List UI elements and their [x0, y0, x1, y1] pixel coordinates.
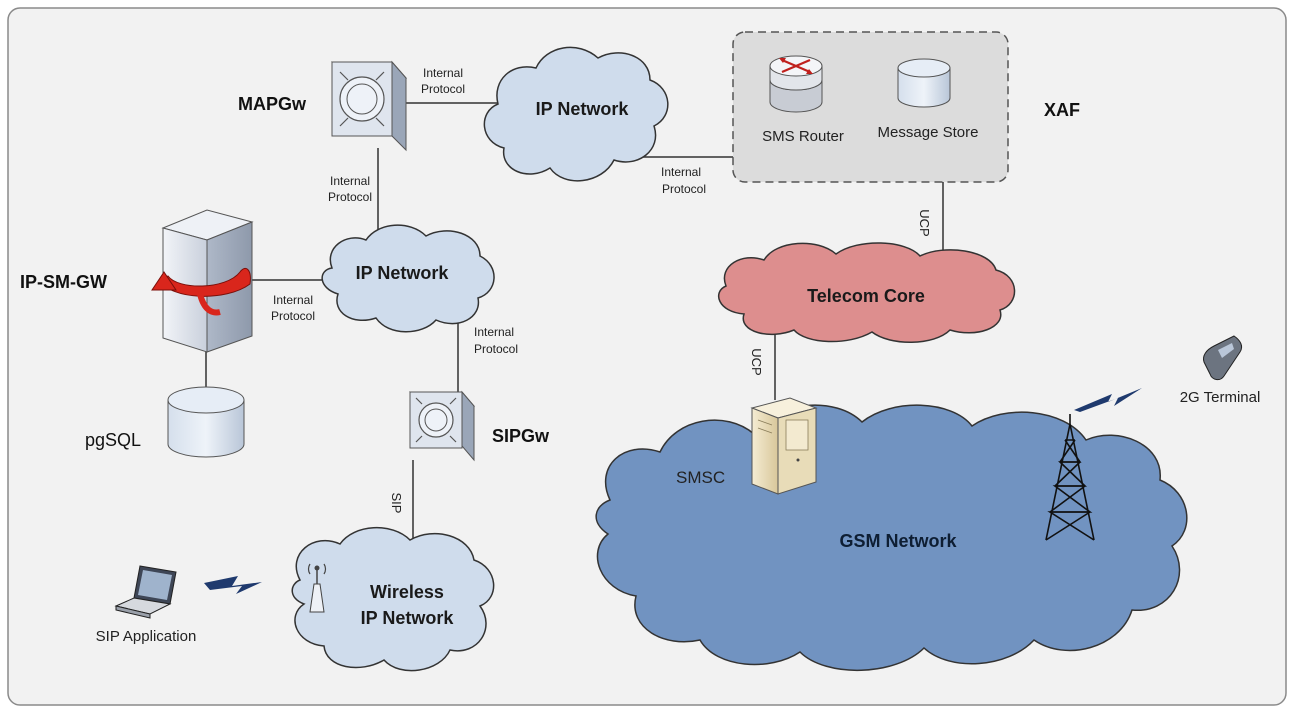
ipsmgw-node: IP-SM-GW [20, 209, 254, 353]
link-label-protocol: Protocol [421, 82, 465, 96]
link-label-internal: Internal [423, 66, 463, 80]
mapgw-node: MAPGw [238, 60, 408, 152]
sipgw-label: SIPGw [492, 426, 550, 446]
laptop-icon [114, 565, 177, 619]
link-label-ucp: UCP [749, 348, 764, 375]
link-label-ucp: UCP [917, 209, 932, 236]
ip-network-top-shape [483, 46, 669, 182]
link-label-protocol: Protocol [662, 182, 706, 196]
telecom-core-cloud: Telecom Core [717, 242, 1016, 343]
gateway-icon [408, 390, 476, 462]
sipgw-node: SIPGw [408, 390, 550, 462]
sms-router-label: SMS Router [762, 128, 844, 145]
link-label-protocol: Protocol [271, 309, 315, 323]
gsm-network-label: GSM Network [839, 531, 957, 551]
link-labels: Internal Protocol Internal Protocol Inte… [271, 66, 932, 513]
sip-app-node: SIP Application [96, 565, 197, 645]
xaf-label: XAF [1044, 100, 1080, 120]
cabinet-icon [750, 397, 818, 495]
database-icon [167, 386, 245, 458]
link-label-internal: Internal [273, 293, 313, 307]
pgsql-label: pgSQL [85, 430, 141, 450]
link-label-internal: Internal [661, 165, 701, 179]
tower-icon [1045, 414, 1095, 541]
mapgw-label: MAPGw [238, 94, 307, 114]
phone-icon [1203, 335, 1243, 381]
sip-app-label: SIP Application [96, 628, 197, 645]
link-label-internal: Internal [330, 174, 370, 188]
ipsmgw-label: IP-SM-GW [20, 272, 107, 292]
gsm-network-cloud: GSM Network [595, 404, 1188, 672]
router-icon [769, 55, 823, 113]
pgsql-node: pgSQL [85, 386, 245, 458]
lightning-icon [204, 576, 262, 594]
terminal-2g-label: 2G Terminal [1180, 389, 1261, 406]
link-label-protocol: Protocol [474, 342, 518, 356]
ip-network-mid-label: IP Network [356, 263, 450, 283]
telecom-core-label: Telecom Core [807, 286, 925, 306]
ip-network-mid-shape [321, 224, 495, 333]
xaf-group: SMS Router Message Store [732, 31, 1009, 183]
link-label-protocol: Protocol [328, 190, 372, 204]
telecom-core-shape [717, 242, 1016, 343]
lightning-icon [1074, 388, 1142, 412]
gateway-icon [330, 60, 408, 152]
wireless-network-cloud: Wireless IP Network [291, 527, 495, 672]
message-store-label: Message Store [878, 124, 979, 141]
wireless-label-line1: Wireless [370, 582, 444, 602]
wireless-label-line2: IP Network [361, 608, 455, 628]
wireless-network-shape [291, 527, 495, 672]
smsc-node: SMSC [676, 397, 818, 495]
server-icon [151, 209, 254, 353]
smsc-label: SMSC [676, 468, 725, 487]
terminal-2g-node: 2G Terminal [1180, 335, 1261, 406]
link-label-internal: Internal [474, 325, 514, 339]
ip-network-top-label: IP Network [536, 99, 630, 119]
ip-network-mid-cloud: IP Network [321, 224, 495, 333]
link-label-sip: SIP [389, 493, 404, 514]
database-icon [897, 58, 951, 108]
antenna-icon [307, 563, 327, 613]
ip-network-top-cloud: IP Network [483, 46, 669, 182]
connection-lines [205, 102, 944, 544]
